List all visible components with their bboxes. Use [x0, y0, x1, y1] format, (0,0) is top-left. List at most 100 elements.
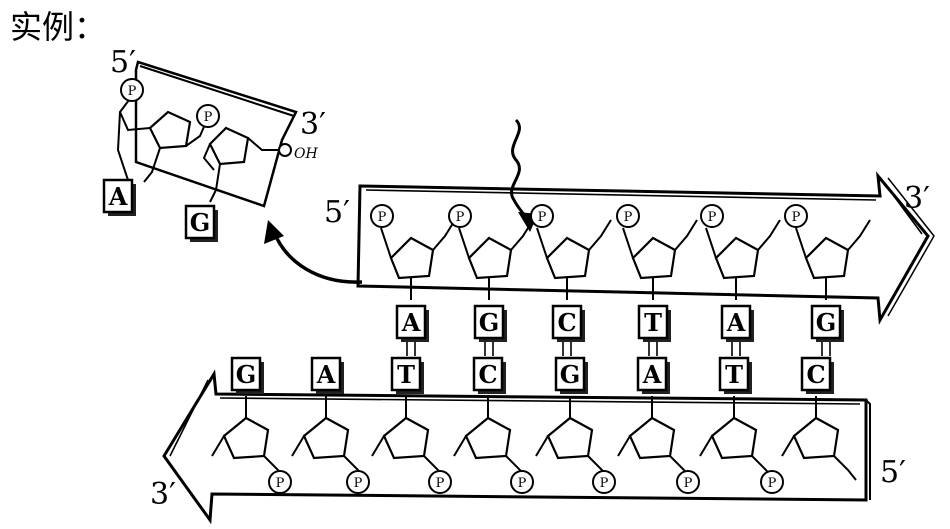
hydroxyl-label: OH	[294, 146, 318, 162]
bottom-phosphate-7: P	[760, 470, 784, 494]
phosphate-label: P	[456, 210, 465, 225]
bottom-phosphate-3: P	[428, 470, 452, 494]
base-letter: G	[816, 308, 837, 337]
fragment-base-G: G	[184, 204, 218, 242]
bottom-base-2: A	[310, 356, 344, 394]
base-letter: A	[726, 308, 746, 337]
hydrogen-bond	[821, 340, 831, 356]
top-phosphate-6: P	[784, 204, 808, 228]
bottom-sugar	[222, 416, 270, 460]
bottom-base-1: G	[230, 356, 264, 394]
phosphate-label: P	[204, 110, 213, 125]
top-base-2: G	[473, 304, 507, 342]
example-heading: 实例：	[10, 8, 107, 46]
phosphate-label: P	[276, 476, 285, 491]
bottom-base-6: A	[636, 356, 670, 394]
phosphate-label: P	[624, 210, 633, 225]
top-phosphate-5: P	[700, 204, 724, 228]
fragment-sugar-1	[148, 110, 192, 150]
base-letter: G	[190, 208, 211, 237]
bottom-base-4: C	[472, 356, 506, 394]
base-letter: A	[401, 308, 421, 337]
top-base-1: A	[395, 304, 429, 342]
top-sugar	[714, 236, 760, 280]
phosphate-label: P	[708, 210, 717, 225]
top-base-6: G	[810, 304, 844, 342]
bottom-sugar	[464, 416, 512, 460]
bottom-sugar	[302, 416, 350, 460]
base-letter: C	[478, 360, 497, 389]
phosphate-label: P	[354, 476, 363, 491]
hydrogen-bond	[648, 340, 658, 356]
excised-fragment	[116, 60, 298, 208]
top-phosphate-3: P	[530, 204, 554, 228]
base-letter: A	[642, 360, 662, 389]
hydrogen-bond	[562, 340, 572, 356]
hydroxyl-group: OH	[278, 143, 318, 162]
top-base-5: A	[720, 304, 754, 342]
base-letter: C	[557, 308, 576, 337]
bottom-phosphate-1: P	[268, 470, 292, 494]
hydrogen-bond	[484, 340, 494, 356]
top-sugar	[545, 236, 591, 280]
phosphate-label: P	[600, 476, 609, 491]
top-phosphate-1: P	[370, 204, 394, 228]
top-base-3: C	[551, 304, 585, 342]
fragment-phosphate-2: P	[196, 104, 220, 128]
base-letter: A	[316, 360, 336, 389]
phosphate-label: P	[538, 210, 547, 225]
bottom-strand-3-prime-label: 3′	[150, 477, 176, 512]
bottom-base-8: C	[800, 356, 834, 394]
bottom-sugar	[546, 416, 594, 460]
top-sugar	[389, 236, 435, 280]
top-sugar	[631, 236, 677, 280]
base-letter: G	[560, 360, 581, 389]
bottom-sugar	[628, 416, 676, 460]
base-letter: G	[479, 308, 500, 337]
bottom-phosphate-6: P	[676, 470, 700, 494]
phosphate-label: P	[518, 476, 527, 491]
phosphate-label: P	[128, 84, 137, 99]
base-letter: C	[806, 360, 825, 389]
phosphate-label: P	[378, 210, 387, 225]
bottom-phosphate-4: P	[510, 470, 534, 494]
bottom-sugar	[792, 416, 840, 460]
hydrogen-bond	[406, 340, 416, 356]
top-strand-3-prime-label: 3′	[904, 181, 930, 216]
bottom-phosphate-2: P	[346, 470, 370, 494]
top-strand-5-prime-label: 5′	[324, 195, 350, 230]
fragment-sugar-2	[208, 126, 250, 166]
fragment-5-prime-label: 5′	[110, 45, 136, 80]
top-sugar	[804, 236, 850, 280]
base-letter: T	[644, 308, 662, 337]
phosphate-label: P	[436, 476, 445, 491]
hydrogen-bond	[731, 340, 741, 356]
phosphate-label: P	[684, 476, 693, 491]
top-strand	[356, 171, 935, 325]
release-arrow	[264, 220, 363, 284]
base-letter: T	[397, 360, 415, 389]
top-base-4: T	[637, 304, 671, 342]
fragment-phosphate-1: P	[120, 78, 144, 102]
base-letter: A	[108, 182, 128, 211]
bottom-strand	[162, 369, 871, 525]
bottom-strand-5-prime-label: 5′	[880, 455, 906, 490]
phosphate-label: P	[768, 476, 777, 491]
base-letter: G	[236, 360, 257, 389]
bottom-base-7: T	[718, 356, 752, 394]
phosphate-groups: P P P P P P P P P P P P P P P	[120, 78, 808, 494]
fragment-base-A: A	[102, 178, 136, 216]
bottom-sugar	[382, 416, 430, 460]
phosphate-label: P	[792, 210, 801, 225]
bottom-base-5: G	[554, 356, 588, 394]
top-phosphate-2: P	[448, 204, 472, 228]
bottom-base-3: T	[390, 356, 424, 394]
base-pair-bonds	[406, 340, 831, 356]
base-letter: T	[725, 360, 743, 389]
top-sugar	[467, 236, 513, 280]
bottom-sugar	[710, 416, 758, 460]
fragment-3-prime-label: 3′	[300, 107, 326, 142]
